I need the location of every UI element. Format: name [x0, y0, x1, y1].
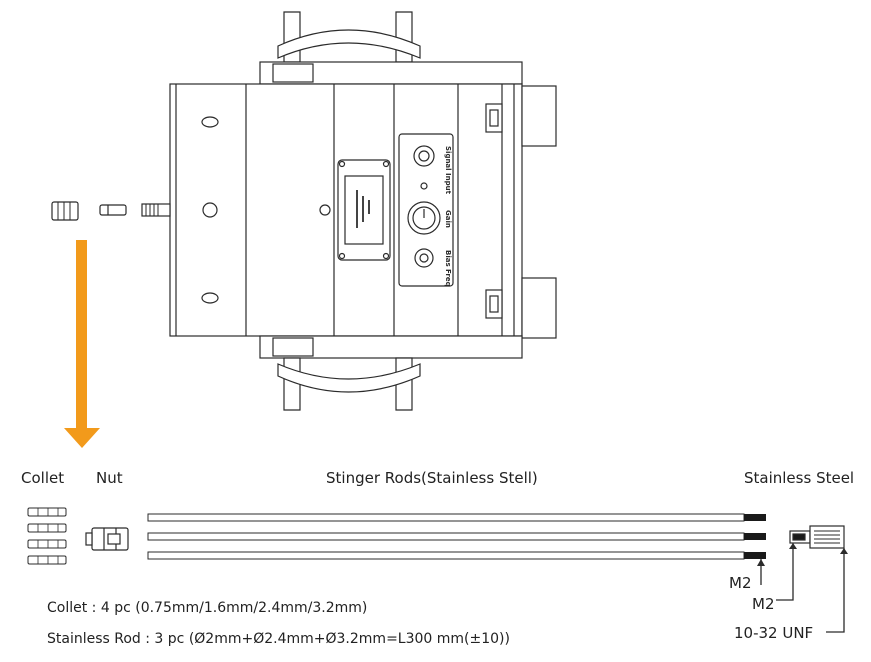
stinger-rods: [147, 513, 766, 560]
m2-adapter-label: M2: [752, 595, 775, 613]
collet-label: Collet: [21, 469, 65, 487]
panel-signal-input-text: Signal Input: [444, 146, 452, 195]
exploded-collet: [99, 204, 127, 216]
nut-part: [85, 527, 129, 551]
nut-label: Nut: [96, 469, 123, 487]
stinger-rod: [147, 513, 745, 522]
m2-rod-end-label: M2: [729, 574, 752, 592]
exploded-parts: [51, 201, 127, 221]
leader-lines: [757, 543, 848, 633]
panel-bias-freq-text: Bias Freq: [444, 250, 452, 287]
stainless-adapter: [789, 525, 845, 549]
collet-set: [27, 507, 67, 565]
lower-handle: [259, 335, 523, 411]
stinger-rods-label: Stinger Rods(Stainless Stell): [326, 469, 538, 487]
shaker-body: [141, 83, 557, 339]
collet-note: Collet : 4 pc (0.75mm/1.6mm/2.4mm/3.2mm): [47, 600, 368, 616]
thread-label: 10-32 UNF: [734, 624, 814, 642]
orange-arrow-icon: [64, 240, 100, 448]
shaker-top-view: Signal Input Gain Bias Freq: [141, 11, 557, 411]
panel-gain-text: Gain: [444, 210, 452, 228]
upper-handle: [259, 11, 523, 85]
stinger-rod: [147, 532, 745, 541]
stainless-steel-label: Stainless Steel: [744, 469, 855, 487]
rod-note: Stainless Rod : 3 pc (Ø2mm+Ø2.4mm+Ø3.2mm…: [47, 631, 510, 647]
stinger-rod: [147, 551, 745, 560]
exploded-nut: [51, 201, 79, 221]
